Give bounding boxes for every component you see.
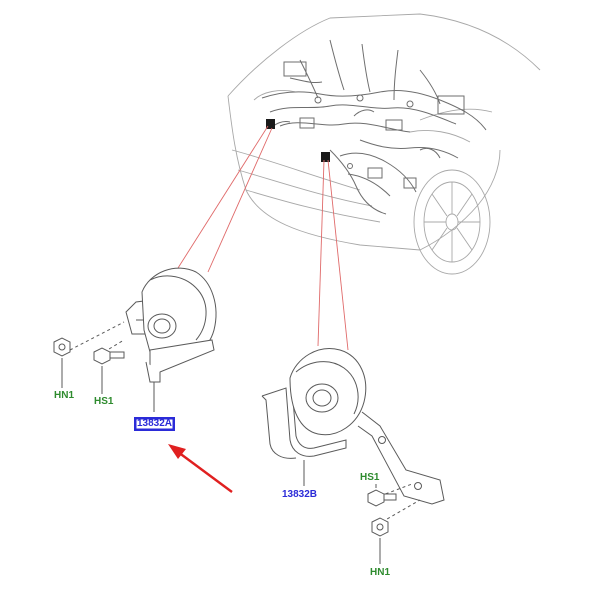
mount-point-left: [266, 119, 275, 129]
hex-bolt-hs1-left: [93, 347, 111, 365]
horn-13832b: [261, 348, 445, 505]
horn-13832a: [125, 267, 217, 412]
hex-bolt-hs1-right: [367, 489, 385, 507]
callout-hn1-left[interactable]: HN1: [54, 390, 75, 401]
horn-mount-points: [266, 119, 330, 162]
fasteners-left: [53, 321, 125, 394]
callout-part-13832b[interactable]: 13832B: [282, 489, 318, 500]
callout-hs1-left[interactable]: HS1: [94, 396, 114, 407]
leader-lines: [177, 125, 349, 351]
fasteners-right: [367, 483, 421, 564]
mount-point-right: [321, 152, 330, 162]
callout-part-13832a[interactable]: 13832A: [134, 417, 176, 431]
pointer-arrow: [168, 444, 233, 493]
vehicle-front-illustration: [227, 13, 541, 275]
callout-hn1-right[interactable]: HN1: [370, 567, 391, 578]
callout-hs1-right[interactable]: HS1: [360, 472, 380, 483]
wiring-harness: [261, 39, 487, 215]
